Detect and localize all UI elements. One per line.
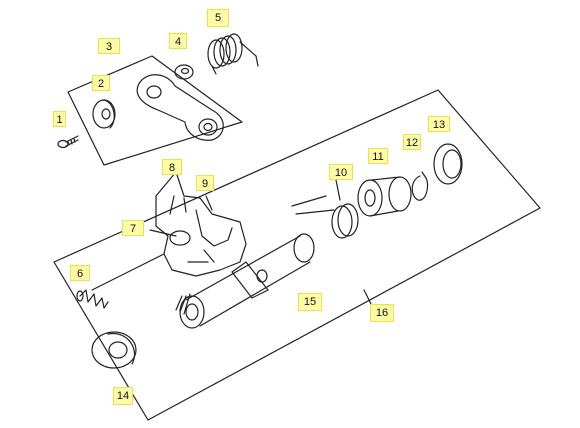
part-oil-seal [433,143,463,185]
part-shift-arm [136,74,224,141]
callout-8: 8 [162,159,182,175]
callout-2: 2 [92,75,110,91]
part-return-spring [76,289,109,309]
callout-6: 6 [70,265,90,281]
part-shift-drum-plate [155,171,247,277]
callout-13: 13 [428,116,450,132]
callout-7: 7 [122,220,144,236]
callout-9: 9 [196,175,214,191]
group-outline-arm [67,55,243,166]
part-washer-14 [91,331,137,369]
callout-12: 12 [403,134,421,150]
callout-14: 14 [113,387,133,405]
callout-1: 1 [53,111,66,127]
callout-4: 4 [169,33,187,49]
part-circlip [411,171,429,201]
part-washer-4 [174,64,194,80]
part-bushing [357,176,412,217]
part-shaft-spring [291,195,359,239]
part-washer-small [92,99,116,129]
callout-3: 3 [98,38,120,54]
callout-5: 5 [207,9,229,27]
group-outline-shaft-assembly [53,89,541,421]
part-shift-shaft [175,233,315,329]
callout-15: 15 [298,293,322,311]
callout-16: 16 [370,304,394,322]
part-screw [57,135,79,149]
callout-11: 11 [368,148,388,164]
callout-10: 10 [329,164,353,180]
part-torsion-spring [207,33,259,75]
